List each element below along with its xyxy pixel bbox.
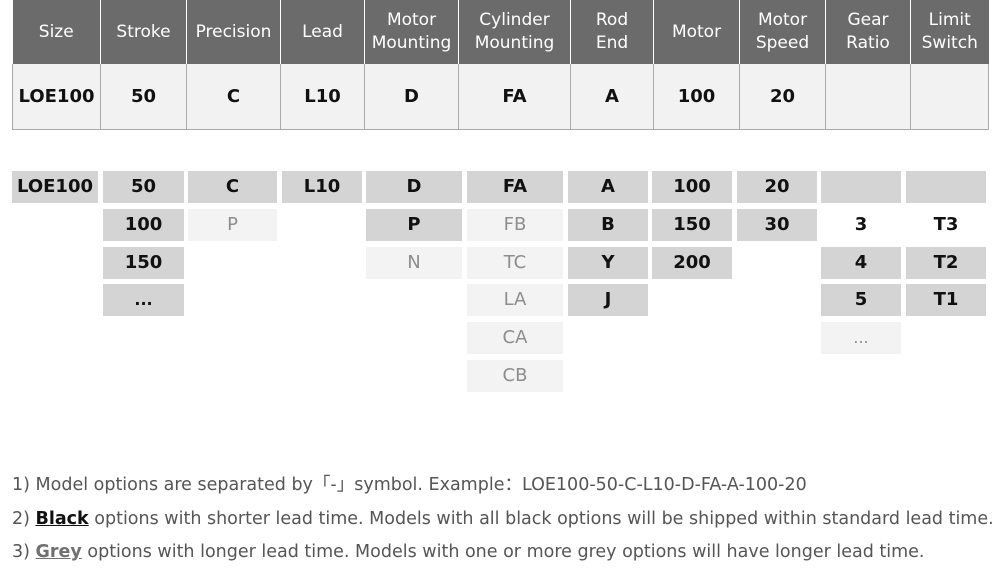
option-cell: ... xyxy=(103,284,184,317)
header-lead: Lead xyxy=(280,0,365,64)
option-cell: TC xyxy=(467,246,563,279)
option-cell: 150 xyxy=(103,246,184,279)
example-stroke: 50 xyxy=(100,64,187,130)
option-cell: 100 xyxy=(652,171,732,203)
header-size: Size xyxy=(12,0,101,64)
option-cell: L10 xyxy=(282,171,362,203)
option-cell: C xyxy=(188,171,277,203)
note-3-text: options with longer lead time. Models wi… xyxy=(81,542,925,562)
example-lead: L10 xyxy=(280,64,365,130)
option-cell: FA xyxy=(467,171,563,203)
note-2-keyword: Black xyxy=(35,508,89,529)
option-cell: 150 xyxy=(652,208,732,241)
option-cell: Y xyxy=(568,246,648,279)
example-row: LOE100 50 C L10 D FA A 100 20 xyxy=(12,64,989,130)
note-3-keyword: Grey xyxy=(35,542,82,562)
option-cell: CB xyxy=(467,360,563,392)
example-rod-end: A xyxy=(570,64,654,130)
example-gear-ratio xyxy=(825,64,911,130)
option-cell: ... xyxy=(821,322,901,355)
option-cell: LOE100 xyxy=(12,171,98,203)
option-cell: P xyxy=(188,208,277,241)
option-cell: 50 xyxy=(103,171,184,203)
option-cell: 200 xyxy=(652,246,732,279)
option-cell: CA xyxy=(467,322,563,355)
note-1: 1) Model options are separated by「-」symb… xyxy=(12,469,992,503)
note-3: 3) Grey options with longer lead time. M… xyxy=(12,536,992,570)
option-cell xyxy=(906,171,986,203)
option-cell: B xyxy=(568,208,648,241)
option-cell xyxy=(821,171,901,203)
example-motor-speed: 20 xyxy=(739,64,826,130)
option-cell: 3 xyxy=(854,213,868,235)
note-3-prefix: 3) xyxy=(12,542,36,562)
option-cell: T1 xyxy=(906,284,986,317)
example-motor-mounting: D xyxy=(364,64,459,130)
example-motor: 100 xyxy=(653,64,740,130)
note-1-text: 1) Model options are separated by「-」symb… xyxy=(12,475,807,495)
note-2-prefix: 2) xyxy=(12,508,36,529)
option-cell: T3 xyxy=(933,213,959,235)
option-cell: 20 xyxy=(737,171,817,203)
option-cell: A xyxy=(568,171,648,203)
option-cell: FB xyxy=(467,208,563,241)
option-cell: 100 xyxy=(103,208,184,241)
note-2: 2) Black options with shorter lead time.… xyxy=(12,503,994,537)
option-cell: T2 xyxy=(906,246,986,279)
option-cell: N xyxy=(366,246,462,279)
header-precision: Precision xyxy=(186,0,281,64)
option-cell: J xyxy=(568,284,648,317)
option-cell: 5 xyxy=(821,284,901,317)
option-cell: P xyxy=(366,208,462,241)
example-limit-switch xyxy=(910,64,989,130)
note-2-text: options with shorter lead time. Models w… xyxy=(88,508,994,529)
option-cell: 30 xyxy=(737,208,817,241)
example-size: LOE100 xyxy=(12,64,101,130)
option-cell: LA xyxy=(467,284,563,317)
header-stroke: Stroke xyxy=(100,0,187,64)
option-cell: 4 xyxy=(821,246,901,279)
notes: 1) Model options are separated by「-」symb… xyxy=(12,469,994,570)
example-cylinder-mounting: FA xyxy=(458,64,571,130)
header-motor: Motor xyxy=(653,0,740,64)
option-cell: D xyxy=(366,171,462,203)
example-precision: C xyxy=(186,64,281,130)
